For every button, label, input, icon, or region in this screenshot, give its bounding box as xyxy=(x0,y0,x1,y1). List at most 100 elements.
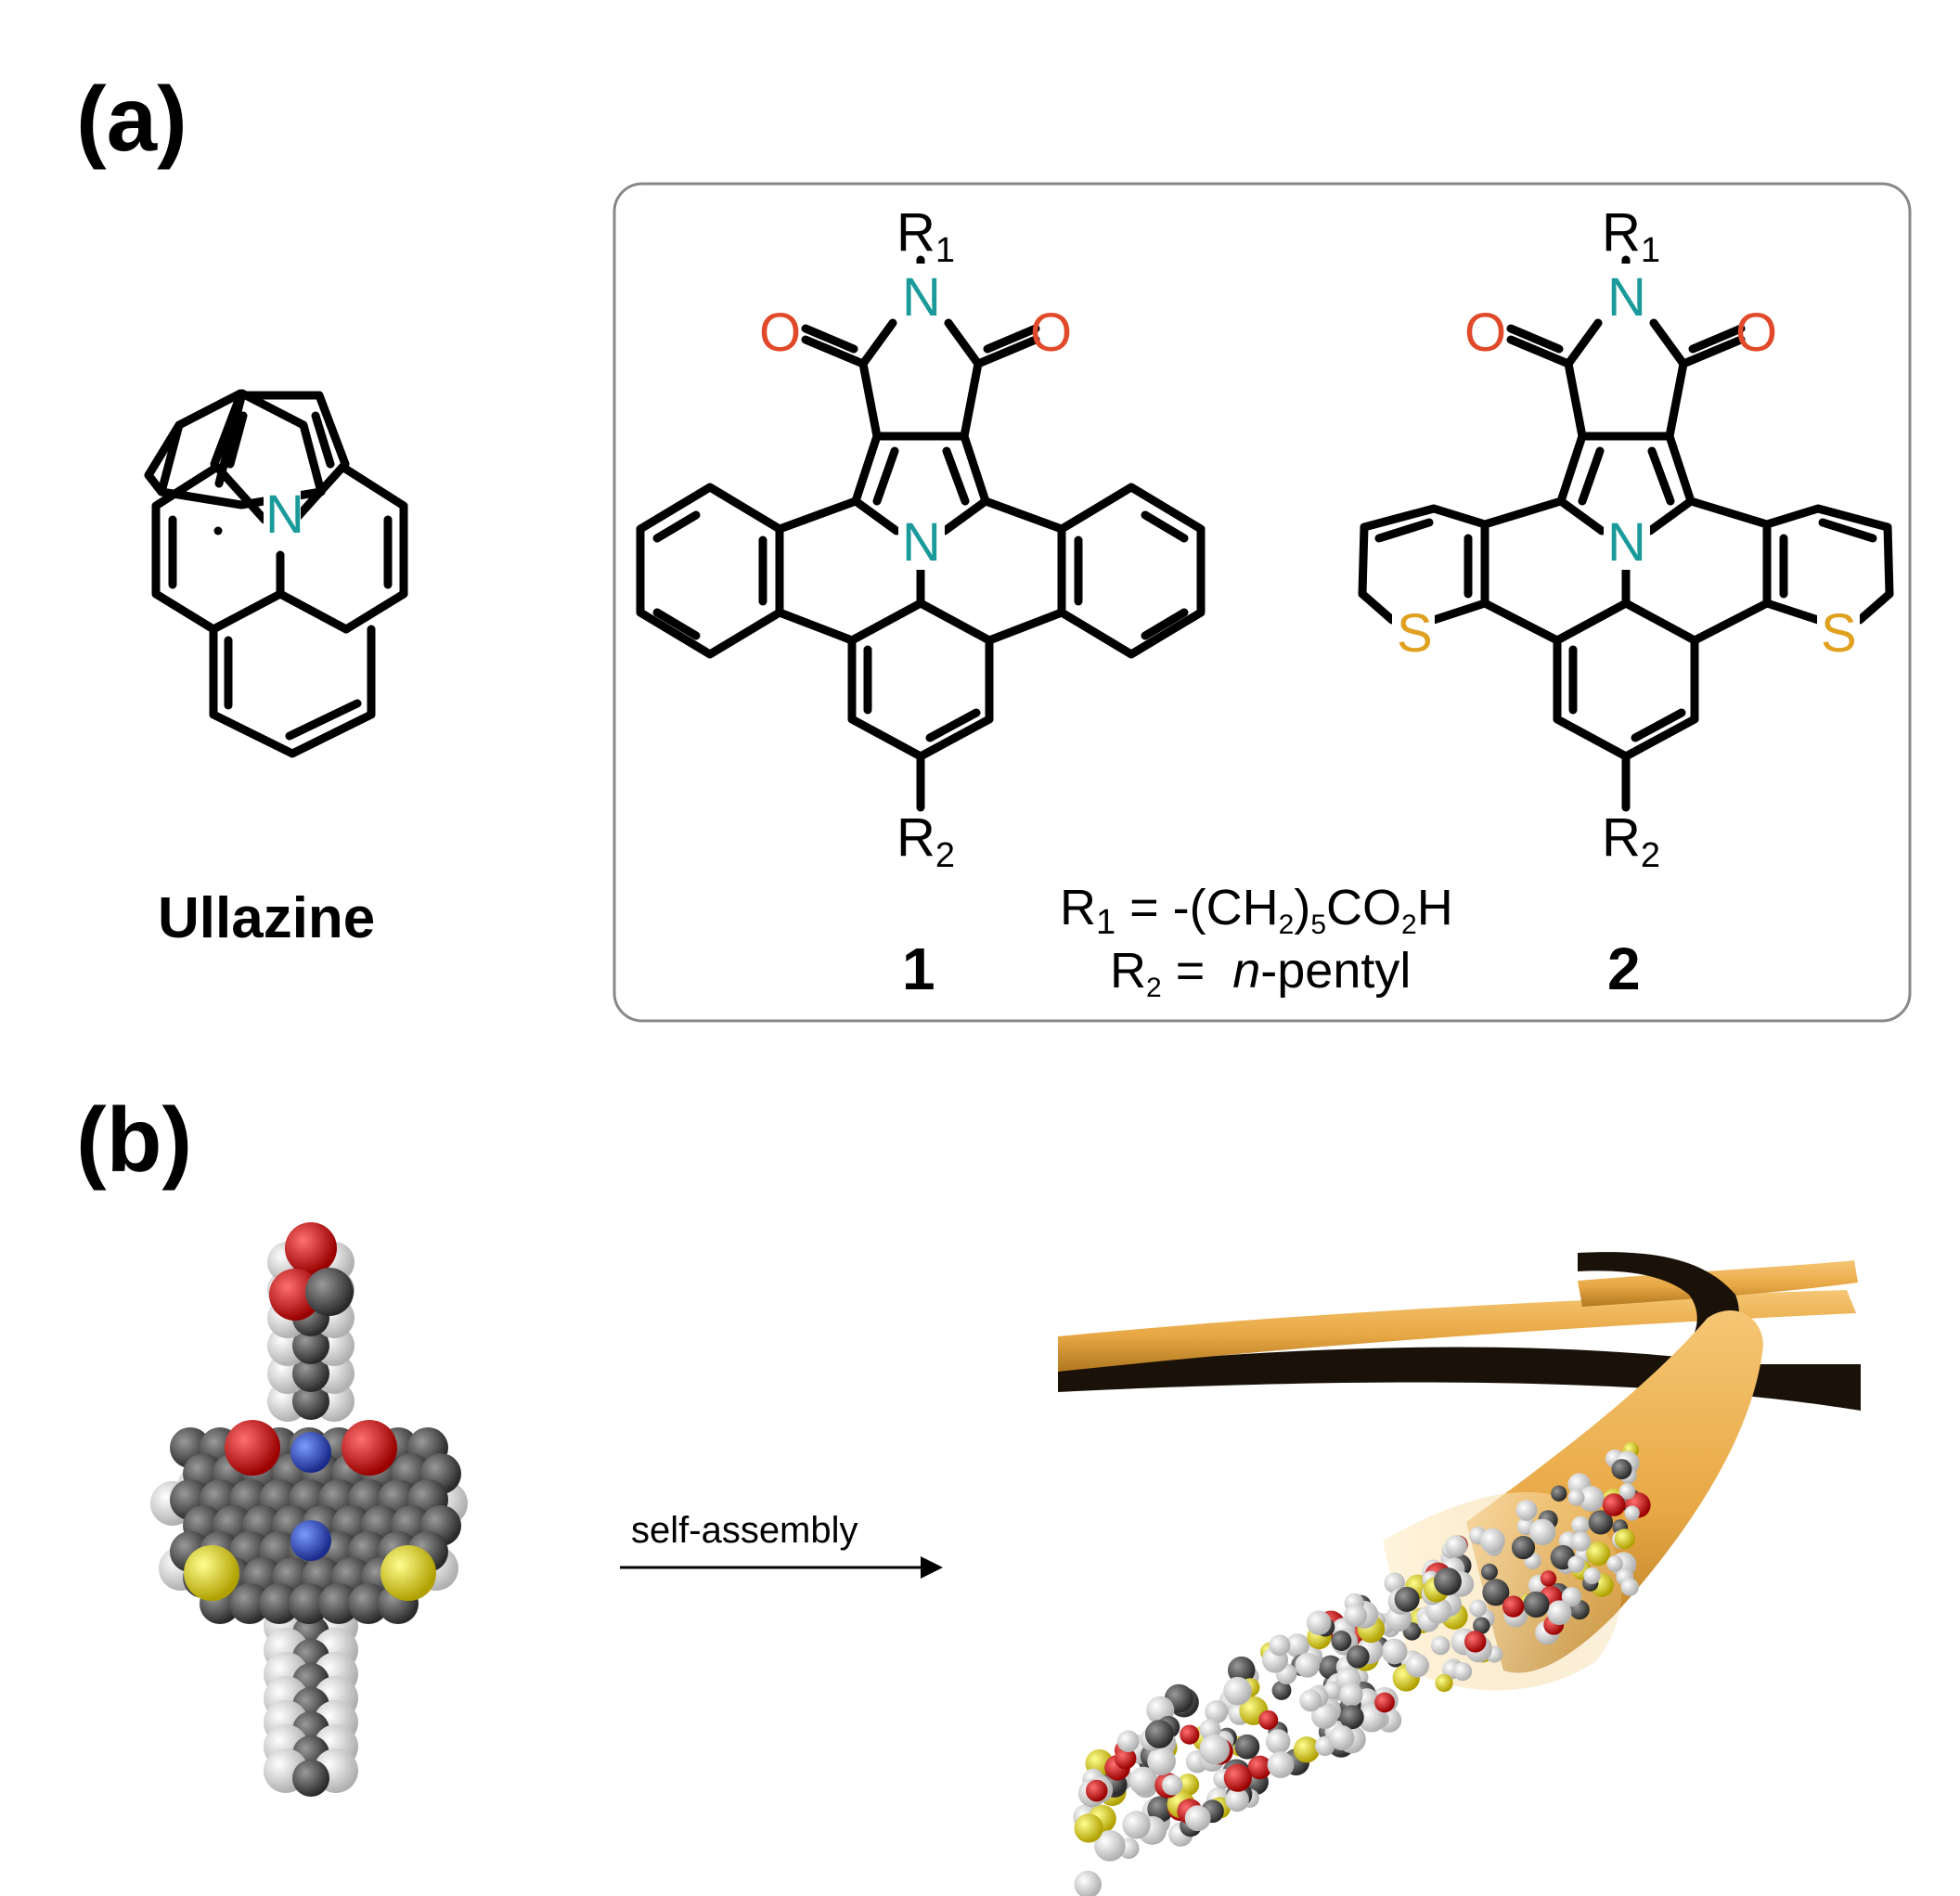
atom-sphere xyxy=(1331,1631,1352,1652)
atom-sphere xyxy=(1094,1830,1126,1862)
atom-sphere xyxy=(1228,1656,1256,1684)
c2-o-right: O xyxy=(1735,303,1777,363)
atom-sphere xyxy=(1445,1535,1467,1557)
c1-n-pyrrole: N xyxy=(902,512,941,573)
atom-sphere xyxy=(1588,1510,1614,1535)
atom-sphere xyxy=(290,1432,331,1473)
atom-sphere xyxy=(1381,1638,1408,1665)
atom-sphere xyxy=(1344,1604,1367,1628)
atom-sphere xyxy=(1384,1572,1406,1593)
c2-n-imide: N xyxy=(1607,267,1646,328)
atom-sphere xyxy=(1177,1773,1200,1796)
atom-sphere xyxy=(1329,1724,1355,1751)
atom-sphere xyxy=(1285,1633,1310,1658)
atom-sphere xyxy=(1469,1599,1488,1618)
atom-sphere xyxy=(1306,1610,1332,1635)
compound-1-number: 1 xyxy=(902,935,935,1002)
atom-sphere xyxy=(1473,1617,1490,1634)
atom-sphere xyxy=(1614,1528,1635,1550)
c2-s-left: S xyxy=(1397,603,1433,664)
atom-sphere xyxy=(1620,1578,1639,1596)
atom-sphere xyxy=(1293,1736,1321,1763)
atom-sphere xyxy=(1583,1567,1601,1585)
atom-sphere xyxy=(1339,1683,1363,1707)
atom-sphere xyxy=(1234,1734,1260,1760)
compound-box xyxy=(612,182,1912,1023)
atom-sphere xyxy=(1433,1567,1462,1595)
atom-sphere xyxy=(1453,1661,1473,1682)
atom-sphere xyxy=(1144,1720,1174,1748)
atom-sphere xyxy=(1116,1730,1140,1753)
atom-sphere xyxy=(1247,1755,1272,1780)
atom-sphere xyxy=(292,1355,329,1392)
atom-sphere xyxy=(1074,1870,1102,1896)
self-assembly-label: self-assembly xyxy=(631,1510,858,1551)
atom-sphere xyxy=(1269,1634,1291,1657)
atom-sphere xyxy=(1546,1600,1572,1625)
ullazine-nitrogen: N xyxy=(265,484,304,545)
c2-s-right: S xyxy=(1821,603,1857,664)
ullazine-name: Ullazine xyxy=(158,886,375,950)
atom-sphere xyxy=(259,1583,300,1624)
atom-sphere xyxy=(1540,1570,1557,1587)
atom-sphere xyxy=(1561,1586,1582,1607)
atom-sphere xyxy=(1586,1541,1611,1567)
atom-sphere xyxy=(1147,1747,1176,1775)
atom-sphere xyxy=(1523,1591,1550,1619)
compound-2-number: 2 xyxy=(1607,935,1641,1002)
r1-definition: R1 = -(CH2)5CO2H xyxy=(1060,880,1453,942)
atom-sphere xyxy=(1267,1751,1295,1778)
atom-sphere xyxy=(305,1268,354,1316)
atom-sphere xyxy=(1567,1489,1585,1506)
atom-sphere xyxy=(292,1383,329,1420)
atom-sphere xyxy=(290,1520,331,1561)
atom-sphere xyxy=(1074,1813,1103,1843)
atom-sphere xyxy=(1602,1493,1626,1516)
atom-sphere xyxy=(1147,1796,1174,1823)
atom-sphere xyxy=(1357,1704,1386,1733)
atom-sphere xyxy=(225,1420,280,1476)
atom-sphere xyxy=(1611,1459,1632,1480)
atom-sphere xyxy=(1295,1652,1321,1678)
atom-sphere xyxy=(1435,1673,1453,1693)
atom-sphere xyxy=(1223,1763,1252,1792)
atom-sphere xyxy=(1258,1709,1279,1730)
c1-n-imide: N xyxy=(902,267,941,328)
c1-o-left: O xyxy=(759,303,801,363)
atom-sphere xyxy=(1502,1595,1525,1618)
c2-o-left: O xyxy=(1464,303,1506,363)
atom-sphere xyxy=(1223,1676,1252,1706)
c2-r2: R2 xyxy=(1602,807,1660,875)
atom-sphere xyxy=(292,1327,329,1364)
atom-sphere xyxy=(380,1545,436,1601)
atom-sphere xyxy=(1085,1779,1108,1802)
atom-sphere xyxy=(1624,1505,1640,1521)
c2-r1: R1 xyxy=(1602,202,1660,270)
atom-sphere xyxy=(1482,1579,1510,1606)
atom-sphere xyxy=(1480,1563,1498,1580)
ullazine-structure xyxy=(144,389,408,758)
atom-sphere xyxy=(1515,1500,1538,1521)
space-filling-molecule xyxy=(150,1222,468,1797)
self-assembly-arrow xyxy=(620,1556,943,1579)
ribbon-dark xyxy=(1058,1347,1861,1411)
atom-sphere xyxy=(1180,1724,1200,1745)
atom-sphere xyxy=(342,1420,397,1476)
atom-sphere xyxy=(1479,1528,1505,1554)
atom-sphere xyxy=(1374,1692,1395,1713)
atom-sphere xyxy=(229,1583,270,1624)
atom-sphere xyxy=(1528,1518,1556,1546)
atom-sphere xyxy=(1571,1516,1590,1535)
atom-sphere xyxy=(1271,1681,1292,1700)
atom-sphere xyxy=(1464,1631,1487,1653)
c1-r2: R2 xyxy=(896,807,955,875)
fibre-assembly xyxy=(1058,1252,1861,1896)
atom-sphere xyxy=(1265,1729,1291,1754)
atom-sphere xyxy=(1205,1700,1229,1724)
atom-sphere xyxy=(1606,1555,1623,1572)
atom-sphere xyxy=(318,1583,359,1624)
compound-2-structure xyxy=(1358,255,1894,812)
atom-sphere xyxy=(1339,1705,1364,1730)
atom-sphere xyxy=(1394,1586,1420,1612)
